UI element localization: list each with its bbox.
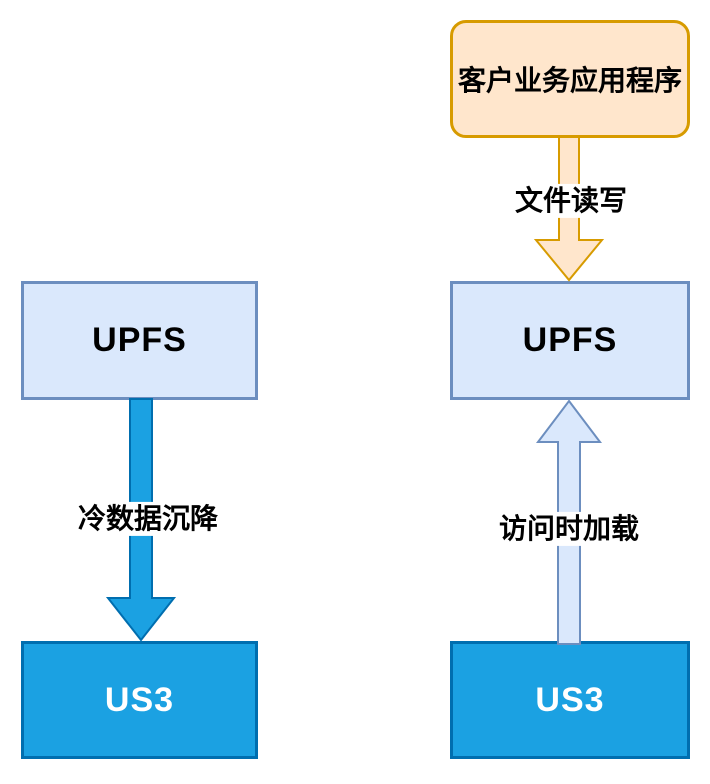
- cold-sink-arrow-label: 冷数据沉降: [74, 501, 222, 537]
- file-rw-arrow-label: 文件读写: [511, 183, 631, 219]
- us3-right-label: US3: [535, 680, 605, 719]
- upfs-right-label: UPFS: [522, 321, 618, 359]
- us3-left-label: US3: [104, 680, 175, 719]
- client-app-node: 客户业务应用程序: [450, 20, 690, 138]
- upfs-left-node: UPFS: [21, 281, 258, 400]
- upfs-left-label: UPFS: [92, 321, 187, 359]
- load-on-access-arrow-label: 访问时加载: [495, 511, 643, 547]
- client-app-label: 客户业务应用程序: [457, 65, 682, 96]
- us3-right-node: US3: [450, 641, 690, 759]
- upfs-right-node: UPFS: [450, 281, 690, 400]
- us3-left-node: US3: [21, 641, 258, 759]
